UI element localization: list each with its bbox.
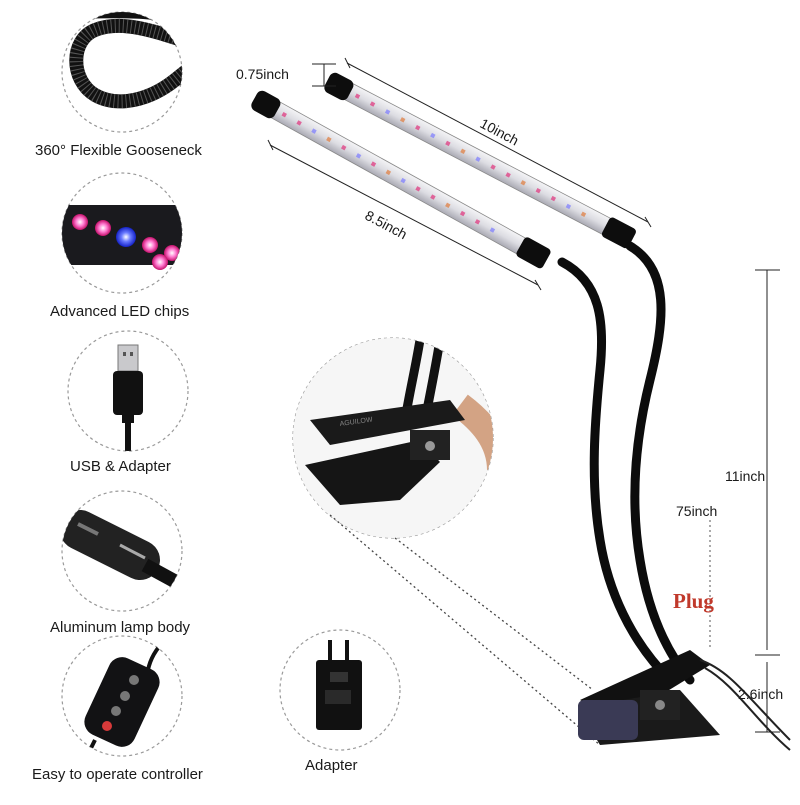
led-dot [355, 153, 362, 159]
led-dot [415, 186, 421, 192]
zoom-guide-line [329, 514, 601, 746]
led-dot [370, 161, 377, 167]
dimension-diameter: 0.75inch [236, 66, 289, 82]
gooseneck-left [557, 257, 675, 685]
dimension-gooseneck-height: 11inch [725, 468, 766, 484]
led-dot [399, 117, 406, 123]
led-dot [296, 120, 302, 126]
clip-zoom-icon: AGUILOW [292, 337, 494, 539]
adapter-label: Adapter [305, 757, 358, 774]
lamp-bar-top [324, 72, 636, 249]
led-dot [384, 109, 391, 115]
led-dot [369, 101, 376, 107]
zoom-guide-line [394, 537, 594, 691]
led-dot [340, 144, 347, 151]
led-dot [459, 210, 466, 217]
led-dot [520, 180, 526, 186]
gooseneck-icon [61, 11, 183, 133]
usb-plug-icon [67, 330, 189, 452]
feature-label-gooseneck: 360° Flexible Gooseneck [35, 142, 202, 159]
led-dot [475, 156, 481, 162]
dimension-clip-height: 2.6inch [738, 686, 784, 702]
led-chips-icon [61, 172, 183, 294]
feature-label-controller: Easy to operate controller [32, 766, 203, 783]
led-dot [580, 211, 587, 218]
feature-label-led-chips: Advanced LED chips [50, 303, 190, 320]
dimension-cable-length: 75inch [676, 503, 718, 519]
led-dot [430, 132, 436, 139]
led-dot [445, 140, 451, 147]
led-dot [385, 169, 392, 176]
led-dot [474, 219, 481, 225]
clip-brand-text: AGUILOW [339, 416, 373, 428]
led-dot [354, 93, 361, 99]
dimension-lines [267, 57, 780, 733]
controller-icon [61, 635, 183, 757]
led-dot [430, 194, 436, 200]
led-dot [489, 227, 496, 233]
led-dot [460, 148, 466, 155]
led-dot [326, 136, 332, 143]
led-dot [565, 203, 572, 210]
led-dot [550, 195, 557, 202]
lamp-body-icon [61, 490, 183, 612]
lamp-bar-bottom [251, 90, 551, 269]
led-dot [281, 111, 287, 118]
led-dot [415, 124, 421, 131]
adapter-icon [279, 629, 401, 751]
lamp-clip [578, 650, 791, 751]
led-dot [311, 128, 317, 134]
gooseneck-right [625, 241, 695, 685]
led-dot [490, 164, 496, 170]
led-dot [400, 177, 406, 184]
feature-label-lamp-body: Aluminum lamp body [50, 619, 191, 636]
led-dot [535, 188, 541, 194]
plug-label: Plug [673, 589, 714, 613]
feature-label-usb: USB & Adapter [70, 458, 171, 475]
led-dot [505, 172, 511, 178]
led-dot [445, 202, 451, 209]
